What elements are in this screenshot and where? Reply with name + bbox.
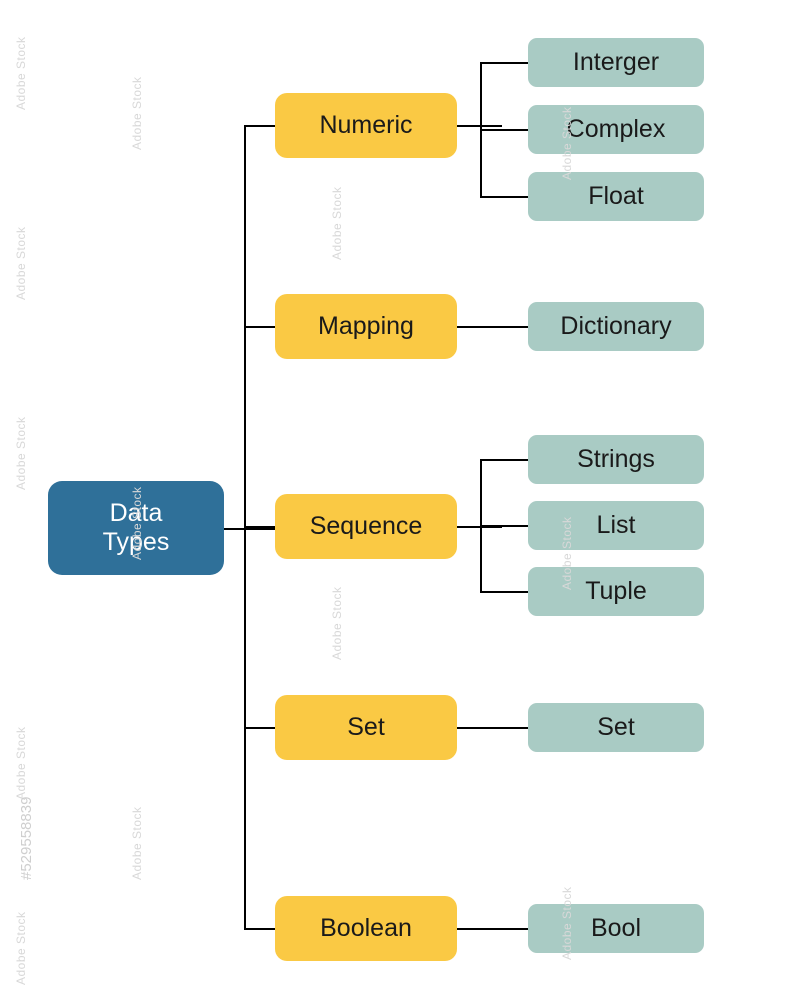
connector-trunk-sequence (244, 526, 276, 528)
node-category-mapping[interactable]: Mapping (275, 294, 457, 359)
node-category-set[interactable]: Set (275, 695, 457, 760)
watermark-text: Adobe Stock (560, 886, 574, 960)
connector-boolean-bool (457, 928, 528, 930)
node-category-boolean[interactable]: Boolean (275, 896, 457, 961)
node-leaf-strings[interactable]: Strings (528, 435, 704, 484)
leaf-label-tuple: Tuple (585, 577, 647, 606)
watermark-text: Adobe Stock (14, 226, 28, 300)
watermark-text: Adobe Stock (14, 36, 28, 110)
connector-sequence-tuple (480, 591, 528, 593)
connector-trunk-mapping (244, 326, 276, 328)
category-label-numeric: Numeric (319, 111, 413, 140)
connector-numeric-interger (480, 62, 528, 64)
category-label-sequence: Sequence (309, 512, 423, 541)
leaf-label-strings: Strings (577, 445, 655, 474)
node-root-data-types[interactable]: Data Types (48, 481, 224, 575)
node-leaf-tuple[interactable]: Tuple (528, 567, 704, 616)
connector-trunk-numeric (244, 125, 276, 127)
node-category-numeric[interactable]: Numeric (275, 93, 457, 158)
watermark-text: Adobe Stock (560, 106, 574, 180)
leaf-label-bool: Bool (590, 914, 642, 943)
connector-numeric-complex (480, 129, 528, 131)
watermark-text: Adobe Stock (130, 806, 144, 880)
node-leaf-set[interactable]: Set (528, 703, 704, 752)
watermark-text: Adobe Stock (560, 516, 574, 590)
root-label-line2: Types (102, 528, 170, 556)
connector-root-trunk (224, 528, 276, 530)
connector-mapping-dictionary (457, 326, 528, 328)
root-label-line1: Data (109, 499, 163, 528)
node-category-sequence[interactable]: Sequence (275, 494, 457, 559)
connector-trunk-set (244, 727, 276, 729)
category-label-set: Set (347, 713, 385, 742)
leaf-label-list: List (596, 511, 636, 540)
connector-trunk-boolean (244, 928, 276, 930)
watermark-text: Adobe Stock (14, 726, 28, 800)
node-leaf-dictionary[interactable]: Dictionary (528, 302, 704, 351)
node-leaf-list[interactable]: List (528, 501, 704, 550)
watermark-id: #529558839 (18, 796, 35, 880)
watermark-text: Adobe Stock (130, 486, 144, 560)
category-label-boolean: Boolean (320, 914, 412, 943)
connector-sequence-strings (480, 459, 528, 461)
watermark-text: Adobe Stock (14, 416, 28, 490)
watermark-text: Adobe Stock (130, 76, 144, 150)
leaf-label-interger: Interger (572, 48, 660, 77)
connector-numeric-out (457, 125, 502, 127)
leaf-label-set: Set (597, 713, 635, 742)
connector-set-set (457, 727, 528, 729)
watermark-text: Adobe Stock (14, 911, 28, 985)
node-leaf-complex[interactable]: Complex (528, 105, 704, 154)
leaf-label-complex: Complex (566, 115, 666, 144)
node-leaf-bool[interactable]: Bool (528, 904, 704, 953)
connector-numeric-float (480, 196, 528, 198)
connector-sequence-out (457, 526, 502, 528)
watermark-text: Adobe Stock (330, 186, 344, 260)
category-label-mapping: Mapping (318, 312, 414, 341)
leaf-label-dictionary: Dictionary (560, 312, 672, 341)
leaf-label-float: Float (588, 182, 644, 211)
node-leaf-interger[interactable]: Interger (528, 38, 704, 87)
node-leaf-float[interactable]: Float (528, 172, 704, 221)
connector-sequence-list (480, 525, 528, 527)
watermark-text: Adobe Stock (330, 586, 344, 660)
